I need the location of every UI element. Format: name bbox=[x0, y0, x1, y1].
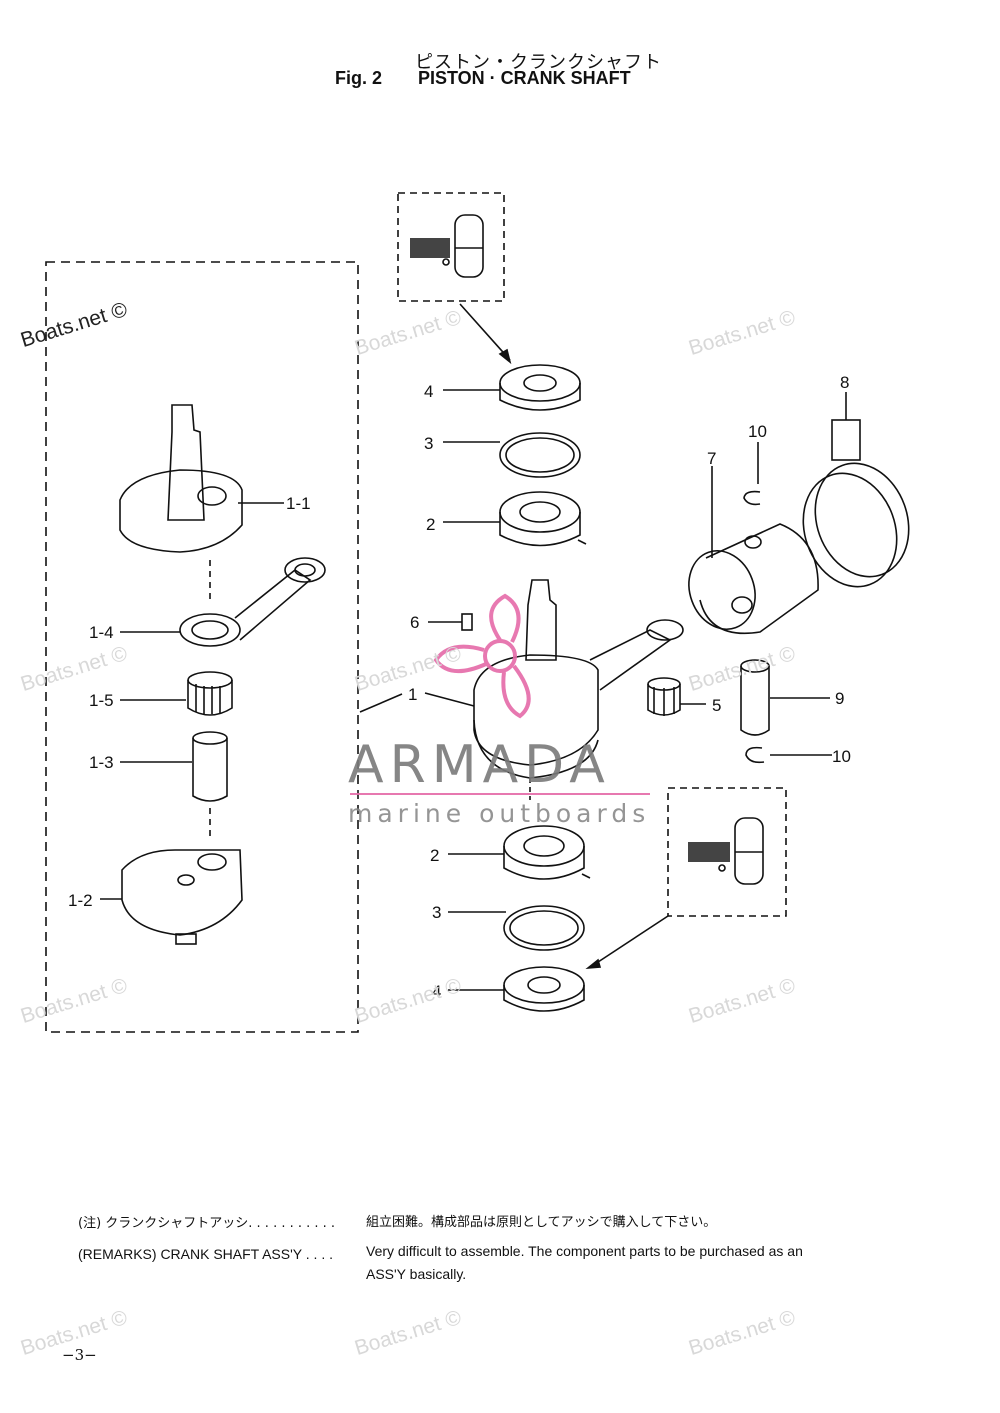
label-7: 7 bbox=[707, 449, 716, 468]
remark-jp-text: 組立困難。構成部品は原則としてアッシで購入して下さい。 bbox=[366, 1215, 717, 1230]
part-8-piston-rings bbox=[802, 419, 910, 588]
armada-wordmark: ARMADA bbox=[348, 735, 611, 795]
label-10-top: 10 bbox=[748, 422, 767, 441]
top-detail-box bbox=[397, 192, 505, 302]
remark-en-text-line2: ASS'Y basically. bbox=[366, 1266, 467, 1282]
part-1-4-connecting-rod bbox=[179, 557, 326, 647]
top-detail-sketch bbox=[410, 214, 484, 278]
part-7-piston bbox=[688, 523, 819, 635]
part-2-bearing-bottom bbox=[503, 825, 591, 880]
bottom-detail-sketch bbox=[688, 817, 764, 885]
label-1-3: 1-3 bbox=[89, 753, 114, 772]
label-2-bottom: 2 bbox=[430, 846, 439, 865]
label-10-bottom: 10 bbox=[832, 747, 851, 766]
part-3-snap-ring-top bbox=[499, 432, 581, 478]
part-4-oil-seal-top bbox=[499, 364, 581, 411]
label-4-top: 4 bbox=[424, 382, 433, 401]
label-1-1: 1-1 bbox=[286, 494, 311, 513]
part-1-3-crank-pin bbox=[192, 731, 228, 802]
part-2-bearing-top bbox=[499, 491, 587, 547]
figure-number: Fig. 2 bbox=[335, 68, 383, 88]
part-1-crankshaft-assembly bbox=[473, 579, 684, 800]
part-10-circlip-top bbox=[743, 490, 761, 506]
propeller-icon bbox=[433, 593, 531, 719]
label-1: 1 bbox=[408, 685, 417, 704]
part-3-snap-ring-bottom bbox=[503, 905, 585, 951]
label-5: 5 bbox=[712, 696, 721, 715]
part-6-key bbox=[461, 613, 473, 631]
figure-title: PISTON · CRANK SHAFT bbox=[418, 68, 631, 88]
figure-title-japanese: ピストン・クランクシャフト bbox=[415, 52, 662, 73]
part-10-circlip-bottom bbox=[745, 746, 765, 764]
page-number: −3− bbox=[62, 1346, 97, 1364]
remark-en-label: (REMARKS) CRANK SHAFT ASS'Y . . . . bbox=[78, 1246, 333, 1262]
part-1-2-crank-half bbox=[121, 849, 243, 945]
part-9-piston-pin bbox=[740, 659, 770, 736]
label-1-2: 1-2 bbox=[68, 891, 93, 910]
armada-logo: ARMADA marine outboards bbox=[348, 593, 650, 828]
part-4-oil-seal-bottom bbox=[503, 966, 585, 1012]
bottom-detail-box bbox=[667, 787, 787, 917]
part-1-5-needle-bearing bbox=[187, 671, 233, 716]
label-3-bottom: 3 bbox=[432, 903, 441, 922]
label-4-bottom: 4 bbox=[432, 982, 441, 1001]
label-2-top: 2 bbox=[426, 515, 435, 534]
label-9: 9 bbox=[835, 689, 844, 708]
label-1-4: 1-4 bbox=[89, 623, 114, 642]
label-8: 8 bbox=[840, 373, 849, 392]
armada-tagline: marine outboards bbox=[348, 799, 650, 828]
part-1-1-crank-half bbox=[119, 404, 243, 553]
remark-en-text-line1: Very difficult to assemble. The componen… bbox=[366, 1243, 803, 1259]
remark-jp-label: (注) クランクシャフトアッシ. . . . . . . . . . . bbox=[78, 1216, 336, 1231]
crankshaft-assembly-box bbox=[45, 261, 359, 1033]
label-1-5: 1-5 bbox=[89, 691, 114, 710]
part-5-needle-bearing bbox=[647, 677, 681, 716]
label-3-top: 3 bbox=[424, 434, 433, 453]
label-6: 6 bbox=[410, 613, 419, 632]
